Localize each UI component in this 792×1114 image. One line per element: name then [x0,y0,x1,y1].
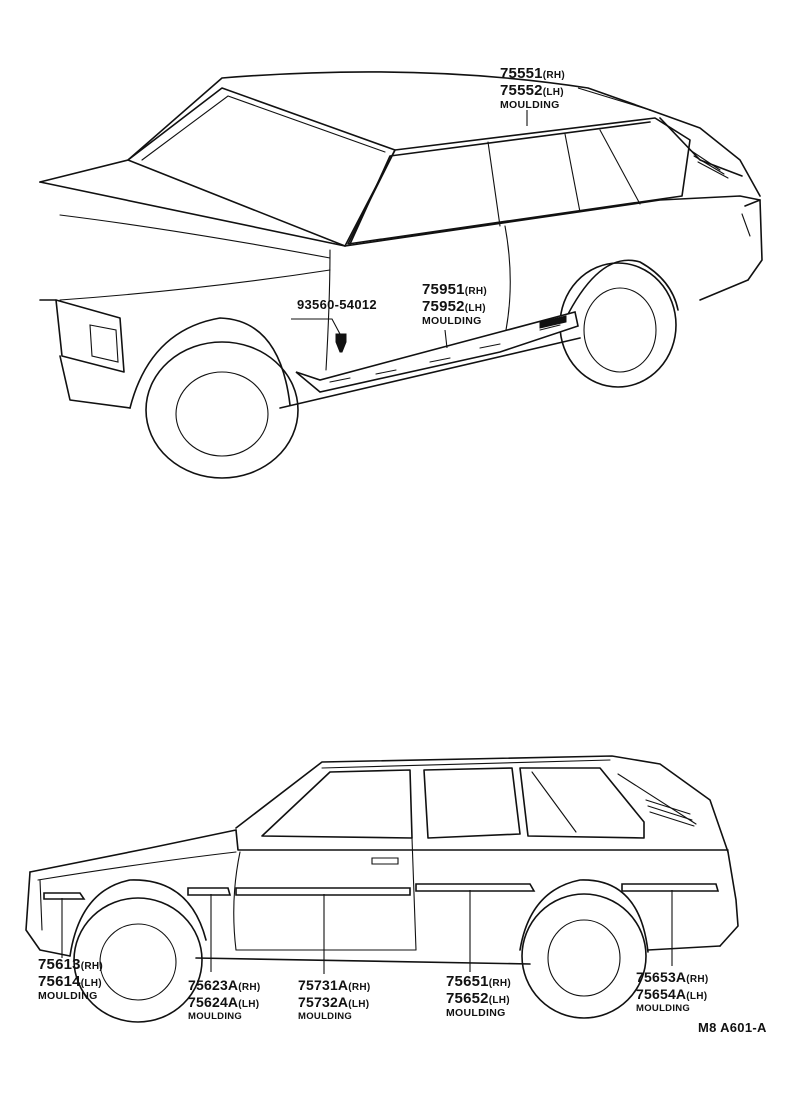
front-door-moulding-callout: 75731A(RH) 75732A(LH) MOULDING [298,978,371,1022]
part-name: MOULDING [500,99,560,111]
part-name: MOULDING [636,1003,691,1014]
quarter-moulding-callout: 75653A(RH) 75654A(LH) MOULDING [636,970,709,1014]
rear-door-moulding-callout: 75651(RH) 75652(LH) MOULDING [446,974,511,1019]
roof-moulding-callout: 75551(RH) 75552(LH) MOULDING [500,66,565,111]
part-number-lh: 75624A(LH) [188,994,260,1010]
wagon-perspective-view [39,71,763,479]
rocker-moulding-callout: 75951(RH) 75952(LH) MOULDING [422,282,487,327]
front-fender-moulding-callout: 75613(RH) 75614(LH) MOULDING [38,957,103,1002]
part-name: MOULDING [38,990,98,1002]
part-number-rh: 75651(RH) [446,973,512,990]
leader-lines-top [291,87,651,349]
part-number-lh: 75732A(LH) [298,994,370,1010]
wagon-side-view [25,755,739,1023]
part-number-rh: 75951(RH) [422,281,488,298]
part-number-rh: 75613(RH) [38,956,104,973]
part-number-lh: 75652(LH) [446,990,510,1007]
part-number-lh: 75654A(LH) [636,986,708,1002]
part-name: MOULDING [298,1011,353,1022]
part-number-rh: 75551(RH) [500,65,566,82]
part-number-lh: 75552(LH) [500,82,564,99]
front-fender-rear-moulding-callout: 75623A(RH) 75624A(LH) MOULDING [188,978,261,1022]
part-number-rh: 75653A(RH) [636,969,709,985]
part-name: MOULDING [188,1011,243,1022]
clip-part-number: 93560-54012 [297,297,377,312]
part-number-lh: 75614(LH) [38,973,102,990]
part-name: MOULDING [422,315,482,327]
part-number-rh: 75731A(RH) [298,977,371,993]
part-number-lh: 75952(LH) [422,298,486,315]
diagram-code: M8 A601-A [698,1020,767,1035]
leader-lines-bottom [61,890,673,974]
part-number-rh: 75623A(RH) [188,977,261,993]
part-name: MOULDING [446,1007,506,1019]
